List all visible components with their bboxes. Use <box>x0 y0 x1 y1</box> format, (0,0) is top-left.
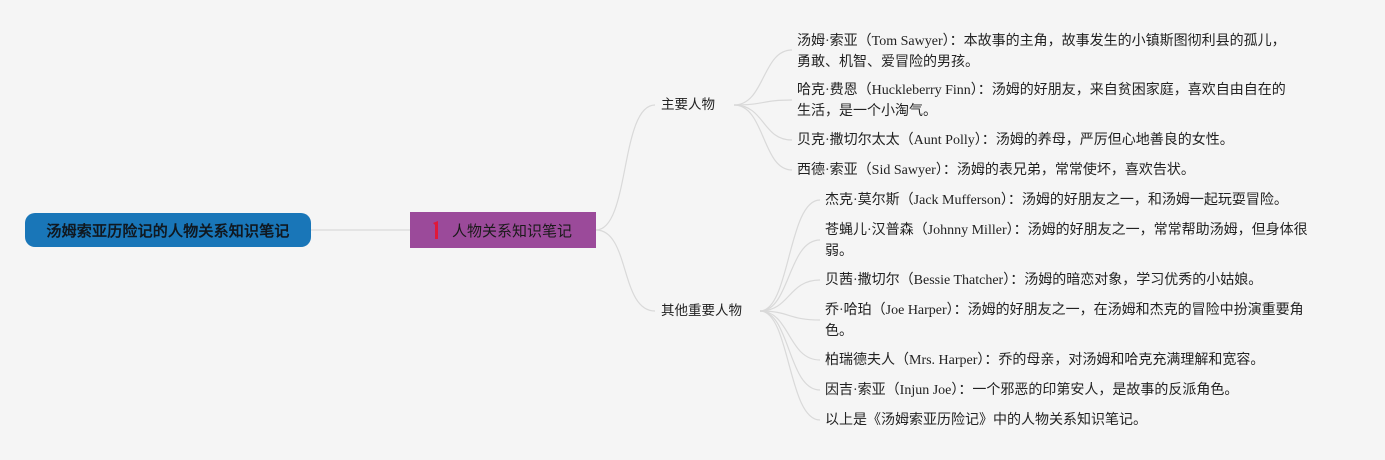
leaf-bessie-thatcher[interactable]: 贝茜·撒切尔（Bessie Thatcher）：汤姆的暗恋对象，学习优秀的小姑娘… <box>825 270 1262 291</box>
leaf-joe-harper[interactable]: 乔·哈珀（Joe Harper）：汤姆的好朋友之一，在汤姆和杰克的冒险中扮演重要… <box>825 300 1304 342</box>
connector-sub1-leaf1 <box>733 49 793 106</box>
leaf-line: 乔·哈珀（Joe Harper）：汤姆的好朋友之一，在汤姆和杰克的冒险中扮演重要… <box>825 303 1304 318</box>
subtopic-label: 其他重要人物 <box>661 303 742 319</box>
subtopic-main-characters[interactable]: 主要人物 <box>661 96 715 114</box>
leaf-mrs-harper[interactable]: 柏瑞德夫人（Mrs. Harper）：乔的母亲，对汤姆和哈克充满理解和宽容。 <box>825 350 1264 371</box>
connector-sub1-leaf4 <box>733 104 793 171</box>
connector-sub2-leaf5 <box>759 310 821 361</box>
leaf-line: 哈克·费恩（Huckleberry Finn）：汤姆的好朋友，来自贫困家庭，喜欢… <box>797 83 1286 98</box>
connector-sub2-leaf1 <box>759 199 821 312</box>
connector-sub2-leaf2 <box>759 239 821 312</box>
leaf-tom-sawyer[interactable]: 汤姆·索亚（Tom Sawyer）：本故事的主角，故事发生的小镇斯图彻利县的孤儿… <box>797 31 1286 73</box>
flag-marker-icon <box>432 221 440 239</box>
connector-main-sub1 <box>595 104 656 231</box>
leaf-johnny-miller[interactable]: 苍蝇儿·汉普森（Johnny Miller）：汤姆的好朋友之一，常常帮助汤姆，但… <box>825 220 1308 262</box>
subtopic-other-characters[interactable]: 其他重要人物 <box>661 302 742 320</box>
leaf-huckleberry-finn[interactable]: 哈克·费恩（Huckleberry Finn）：汤姆的好朋友，来自贫困家庭，喜欢… <box>797 80 1286 122</box>
leaf-line: 弱。 <box>825 244 853 259</box>
connector-sub1-leaf3 <box>733 104 793 141</box>
connector-main-sub2 <box>595 229 656 312</box>
leaf-line: 柏瑞德夫人（Mrs. Harper）：乔的母亲，对汤姆和哈克充满理解和宽容。 <box>825 353 1265 368</box>
leaf-jack-mufferson[interactable]: 杰克·莫尔斯（Jack Mufferson）：汤姆的好朋友之一，和汤姆一起玩耍冒… <box>825 190 1288 211</box>
connector-sub2-leaf7 <box>759 310 821 421</box>
leaf-line: 汤姆·索亚（Tom Sawyer）：本故事的主角，故事发生的小镇斯图彻利县的孤儿… <box>797 34 1286 49</box>
main-topic-label: 人物关系知识笔记 <box>452 221 573 240</box>
leaf-line: 因吉·索亚（Injun Joe）：一个邪恶的印第安人，是故事的反派角色。 <box>825 383 1239 398</box>
root-topic-label: 汤姆索亚历险记的人物关系知识笔记 <box>46 221 290 240</box>
leaf-summary[interactable]: 以上是《汤姆索亚历险记》中的人物关系知识笔记。 <box>825 410 1147 431</box>
leaf-line: 杰克·莫尔斯（Jack Mufferson）：汤姆的好朋友之一，和汤姆一起玩耍冒… <box>825 193 1288 208</box>
connector-sub1-leaf2 <box>733 99 793 106</box>
leaf-sid-sawyer[interactable]: 西德·索亚（Sid Sawyer）：汤姆的表兄弟，常常使坏，喜欢告状。 <box>797 160 1195 181</box>
leaf-injun-joe[interactable]: 因吉·索亚（Injun Joe）：一个邪恶的印第安人，是故事的反派角色。 <box>825 380 1238 401</box>
leaf-line: 贝克·撒切尔太太（Aunt Polly）：汤姆的养母，严厉但心地善良的女性。 <box>797 133 1234 148</box>
connector-sub2-leaf4 <box>759 310 821 321</box>
leaf-line: 以上是《汤姆索亚历险记》中的人物关系知识笔记。 <box>825 413 1147 428</box>
connector-sub2-leaf6 <box>759 310 821 391</box>
subtopic-label: 主要人物 <box>661 97 715 113</box>
leaf-line: 西德·索亚（Sid Sawyer）：汤姆的表兄弟，常常使坏，喜欢告状。 <box>797 163 1195 178</box>
connector-sub2-leaf3 <box>759 279 821 312</box>
leaf-line: 勇敢、机智、爱冒险的男孩。 <box>797 55 979 70</box>
main-topic[interactable]: 人物关系知识笔记 <box>410 212 596 248</box>
root-topic[interactable]: 汤姆索亚历险记的人物关系知识笔记 <box>25 213 311 247</box>
leaf-line: 苍蝇儿·汉普森（Johnny Miller）：汤姆的好朋友之一，常常帮助汤姆，但… <box>825 223 1308 238</box>
leaf-line: 色。 <box>825 324 853 339</box>
leaf-line: 贝茜·撒切尔（Bessie Thatcher）：汤姆的暗恋对象，学习优秀的小姑娘… <box>825 273 1263 288</box>
leaf-line: 生活，是一个小淘气。 <box>797 104 937 119</box>
leaf-aunt-polly[interactable]: 贝克·撒切尔太太（Aunt Polly）：汤姆的养母，严厉但心地善良的女性。 <box>797 130 1234 151</box>
